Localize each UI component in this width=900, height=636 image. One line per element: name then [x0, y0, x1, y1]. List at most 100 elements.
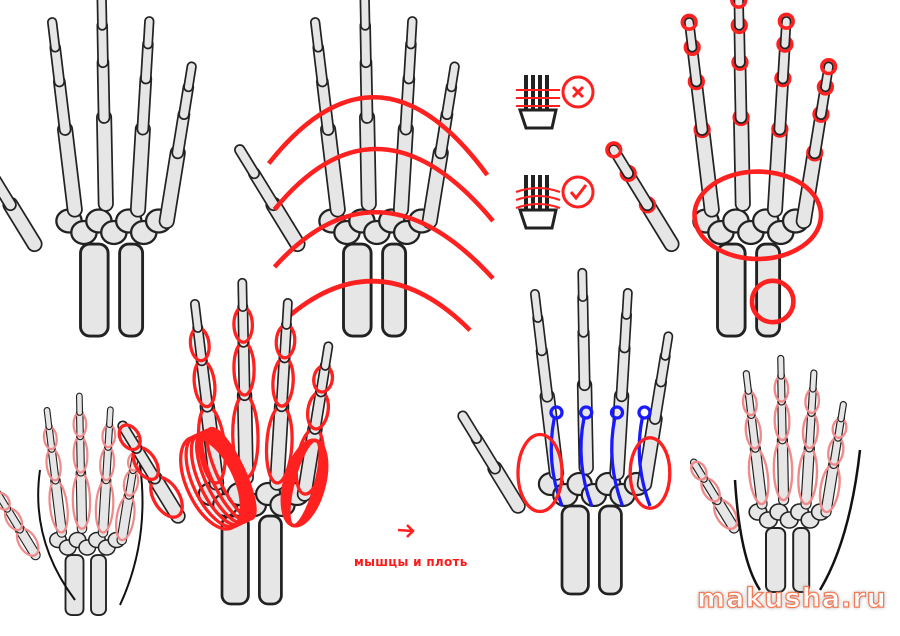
phalanx-bone [394, 122, 413, 216]
icon-ring [561, 75, 595, 109]
phalanx-bone [0, 178, 16, 210]
tendon-loop [549, 405, 564, 420]
thenar-muscle [516, 432, 564, 514]
phalanx-bone [838, 402, 846, 422]
phalanx-bone [238, 388, 253, 484]
phalanx-bone [103, 444, 112, 484]
phalanx-bone [98, 0, 106, 29]
phalanx-bone [97, 111, 113, 211]
phalanx-bone [310, 387, 326, 434]
phalanx-bone [617, 343, 629, 401]
phalanx-bone [801, 443, 814, 509]
phalanx-bone [107, 407, 113, 427]
tendon [610, 417, 625, 507]
phalanx-bone [712, 496, 739, 533]
phalanx-bone [810, 370, 817, 392]
phalanx-bone [778, 435, 788, 505]
phalanx-bone [270, 400, 288, 490]
phalanx-bone [620, 311, 631, 352]
phalanx-bone [77, 433, 84, 476]
phalanx-bone [685, 18, 696, 51]
phalanx-bone [578, 378, 593, 474]
phalanx-bone [748, 411, 759, 452]
mini-line [515, 195, 561, 201]
phalanx-bone [239, 337, 249, 400]
hand-outline [733, 449, 862, 591]
tendons-hand [457, 267, 674, 596]
finger-muscle [690, 460, 708, 481]
phalanx-bone [277, 353, 289, 411]
outlined-hand [689, 354, 848, 594]
phalanx-bone [317, 77, 333, 135]
radius-bone [560, 504, 590, 596]
phalanx-bone [51, 43, 64, 86]
phalanx-bone [132, 444, 160, 483]
phalanx-bone [46, 424, 55, 452]
phalanx-bone [0, 492, 10, 512]
phalanx-bone [447, 63, 459, 91]
arrow-right-icon [397, 524, 415, 538]
phalanx-bone [4, 505, 23, 533]
phalanx-bone [267, 198, 304, 251]
phalanx-bone [700, 475, 721, 504]
mini-line [515, 187, 561, 193]
phalanx-bone [193, 324, 206, 365]
watermark-logo: makusha.ru [696, 582, 887, 614]
joint-marker [680, 13, 698, 31]
phalanx-bone [314, 43, 327, 86]
phalanx-bone [51, 476, 66, 537]
phalanx-bone [745, 388, 755, 418]
phalanx-bone [249, 168, 279, 210]
tendon [637, 417, 652, 507]
phalanx-bone [98, 21, 107, 67]
phalanx-bone [821, 63, 833, 91]
phalanx-bone [458, 412, 481, 443]
joint-marker [777, 12, 795, 30]
skeleton-hand-joints [605, 0, 838, 338]
phalanx-bone [830, 434, 842, 468]
phalanx-bone [58, 123, 82, 216]
ulna-bone [90, 554, 107, 616]
tendon [579, 417, 594, 507]
phalanx-bone [173, 109, 189, 158]
phalanx-bone [537, 346, 552, 401]
phalanx-bone [808, 386, 816, 416]
curvature-arc [266, 95, 490, 177]
phalanx-bone [650, 377, 666, 424]
phalanx-bone [472, 434, 500, 473]
radius-bone [342, 242, 373, 338]
phalanx-bone [778, 398, 786, 444]
phalanx-bone [361, 21, 370, 67]
phalanx-bone [488, 462, 525, 513]
finger-muscle [117, 423, 142, 452]
phalanx-bone [638, 412, 662, 491]
curvature-arc [272, 146, 495, 223]
phalanx-bone [160, 146, 185, 228]
radius-bone [64, 554, 85, 616]
phalanx-bone [404, 40, 415, 83]
mini-palm [517, 108, 558, 130]
phalanx-bone [141, 40, 152, 83]
phalanx-bone [781, 17, 790, 48]
phalanx-bone [15, 525, 40, 560]
cross-circle-icon [561, 75, 595, 109]
phalanx-bone [695, 123, 719, 216]
arrow-stroke [397, 524, 415, 538]
ulna-bone [258, 514, 283, 606]
phalanx-bone [125, 467, 136, 499]
phalanx-bone [743, 371, 751, 394]
wrist-circle [749, 278, 796, 325]
phalanx-bone [407, 17, 416, 48]
correct-arch-sketch [515, 175, 595, 230]
phalanx-bone [661, 333, 672, 360]
phalanx-bone [579, 327, 589, 390]
phalanx-bone [321, 123, 345, 216]
phalanx-bone [44, 408, 52, 430]
phalanx-bone [609, 145, 633, 178]
phalanx-bone [235, 145, 259, 178]
phalanx-bone [623, 289, 632, 319]
thenar-muscle [200, 428, 254, 523]
phalanx-bone [191, 300, 202, 332]
tendon [549, 417, 564, 507]
